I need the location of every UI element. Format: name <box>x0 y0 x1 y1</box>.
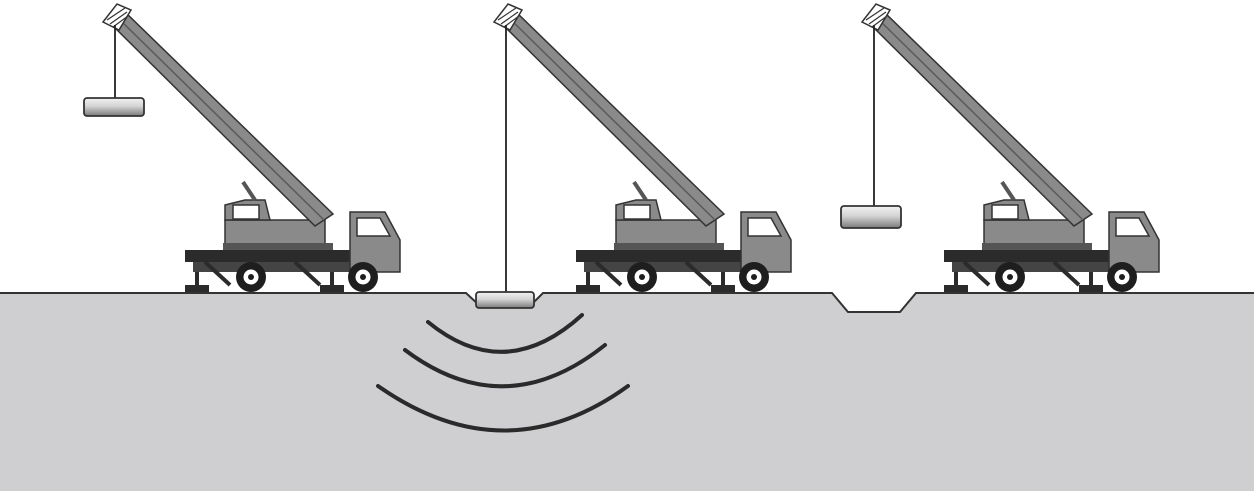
crane-stage-2 <box>476 4 791 308</box>
crane-stage-1 <box>84 4 400 292</box>
drop-weight-raised <box>84 98 144 116</box>
ground-body <box>0 293 1254 491</box>
crane-stage-3 <box>841 4 1159 292</box>
drop-weight-impact <box>476 292 534 308</box>
drop-weight-lifted <box>841 206 901 228</box>
